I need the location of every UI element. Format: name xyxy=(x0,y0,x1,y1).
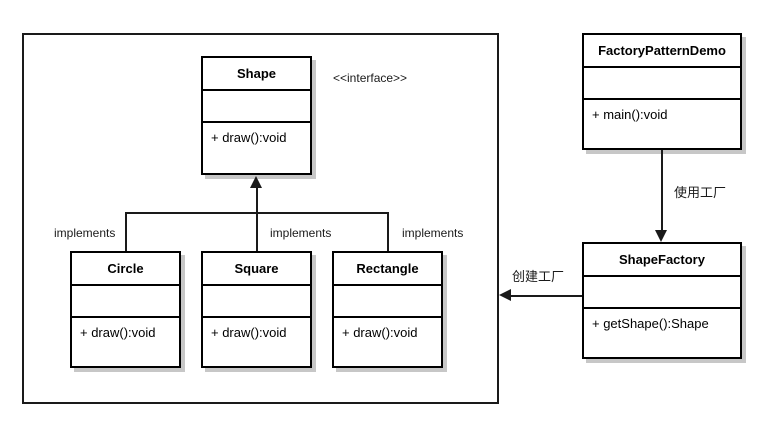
class-box-shape-factory[interactable]: ShapeFactory + getShape():Shape xyxy=(582,242,742,359)
class-name-rectangle: Rectangle xyxy=(334,253,441,286)
class-attributes-shape xyxy=(203,91,310,123)
class-box-circle[interactable]: Circle + draw():void xyxy=(70,251,181,368)
edge-label-implements-square: implements xyxy=(268,226,334,240)
class-methods-square: + draw():void xyxy=(211,325,287,340)
class-attributes-rectangle xyxy=(334,286,441,318)
stereotype-interface-label: <<interface>> xyxy=(333,71,408,85)
class-name-circle: Circle xyxy=(72,253,179,286)
inheritance-arrowhead-shape xyxy=(250,176,262,188)
edge-label-creates-factory: 创建工厂 xyxy=(510,266,567,285)
dependency-line-uses-factory xyxy=(661,150,663,230)
class-methods-shape-factory: + getShape():Shape xyxy=(592,316,709,331)
class-methods-rectangle: + draw():void xyxy=(342,325,418,340)
class-name-factory-pattern-demo: FactoryPatternDemo xyxy=(584,35,740,68)
class-attributes-shape-factory xyxy=(584,277,740,309)
edge-label-implements-circle: implements xyxy=(52,226,118,240)
class-methods-shape: + draw():void xyxy=(211,130,287,145)
class-methods-circle: + draw():void xyxy=(80,325,156,340)
edge-label-implements-rectangle: implements xyxy=(400,226,466,240)
class-methods-factory-pattern-demo: + main():void xyxy=(592,107,668,122)
class-name-shape: Shape xyxy=(203,58,310,91)
inheritance-riser-line xyxy=(256,187,258,213)
dependency-arrowhead-shape-factory xyxy=(655,230,667,242)
inheritance-drop-square xyxy=(256,212,258,251)
class-attributes-square xyxy=(203,286,310,318)
class-box-shape[interactable]: Shape + draw():void xyxy=(201,56,312,175)
class-box-rectangle[interactable]: Rectangle + draw():void xyxy=(332,251,443,368)
class-box-factory-pattern-demo[interactable]: FactoryPatternDemo + main():void xyxy=(582,33,742,150)
dependency-line-creates-factory xyxy=(511,295,582,297)
class-name-square: Square xyxy=(203,253,310,286)
class-attributes-factory-pattern-demo xyxy=(584,68,740,100)
shape-package-container xyxy=(22,33,499,404)
dependency-arrowhead-creates-factory xyxy=(499,289,511,301)
class-name-shape-factory: ShapeFactory xyxy=(584,244,740,277)
inheritance-drop-rectangle xyxy=(387,212,389,251)
class-box-square[interactable]: Square + draw():void xyxy=(201,251,312,368)
class-attributes-circle xyxy=(72,286,179,318)
inheritance-drop-circle xyxy=(125,212,127,251)
edge-label-uses-factory: 使用工厂 xyxy=(672,182,729,201)
